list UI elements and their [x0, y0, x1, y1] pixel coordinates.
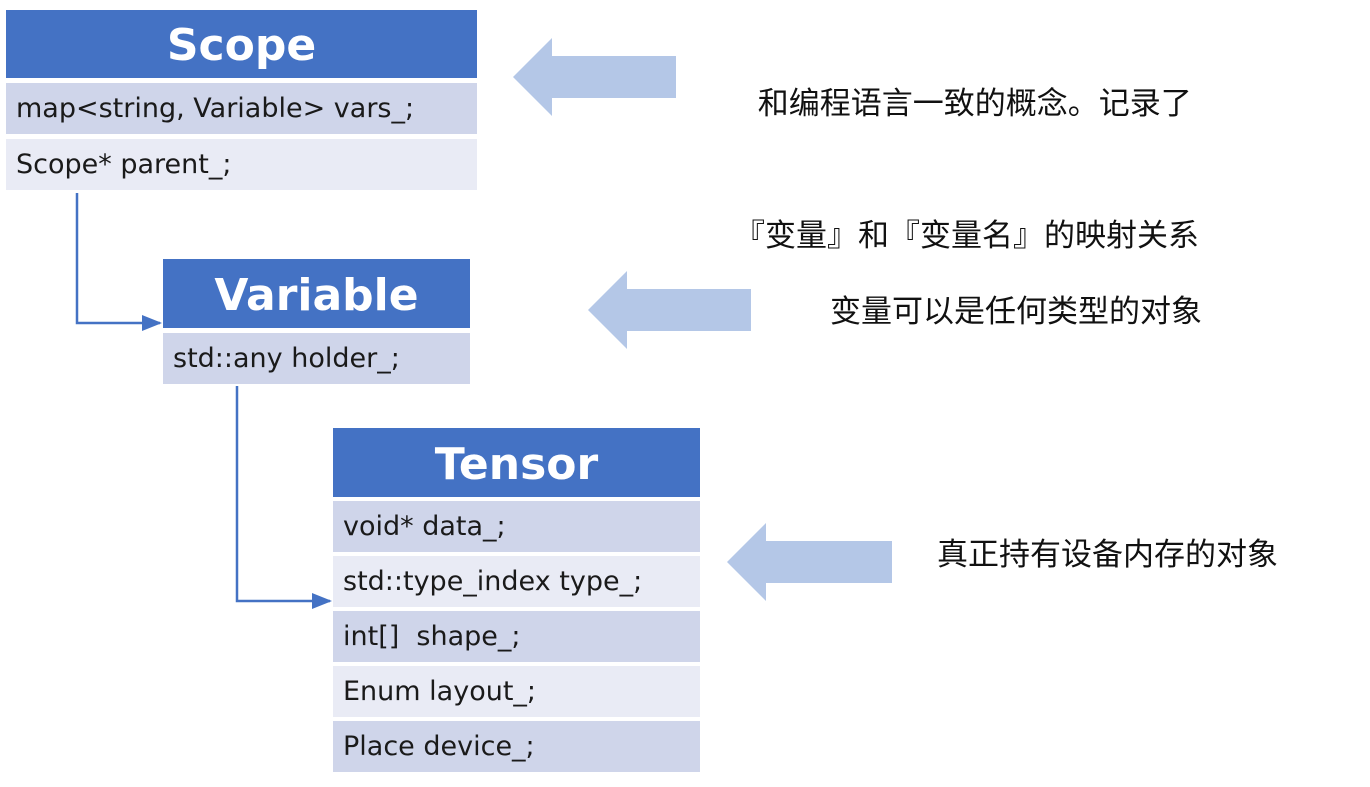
scope-box: Scope map<string, Variable> vars_; Scope…	[6, 10, 477, 190]
variable-field-holder: std::any holder_;	[163, 333, 470, 384]
tensor-note: 真正持有设备内存的对象	[937, 537, 1278, 573]
tensor-field-shape: int[] shape_;	[333, 611, 700, 662]
variable-left-arrow-icon	[588, 271, 751, 349]
variable-box: Variable std::any holder_;	[163, 259, 470, 384]
scope-title: Scope	[6, 10, 477, 78]
scope-field-parent: Scope* parent_;	[6, 139, 477, 190]
tensor-left-arrow-icon	[727, 523, 892, 601]
variable-note: 变量可以是任何类型的对象	[830, 294, 1202, 330]
tensor-field-type: std::type_index type_;	[333, 556, 700, 607]
scope-note: 和编程语言一致的概念。记录了 『变量』和『变量名』的映射关系	[734, 38, 1298, 302]
scope-field-vars: map<string, Variable> vars_;	[6, 83, 477, 134]
tensor-field-device: Place device_;	[333, 721, 700, 772]
scope-note-line2: 『变量』和『变量名』的映射关系	[734, 218, 1199, 254]
tensor-field-data: void* data_;	[333, 501, 700, 552]
tensor-box: Tensor void* data_; std::type_index type…	[333, 428, 700, 772]
variable-to-tensor-connector	[235, 386, 332, 609]
tensor-title: Tensor	[333, 428, 700, 497]
scope-to-variable-connector	[75, 193, 162, 331]
scope-left-arrow-icon	[513, 38, 676, 116]
tensor-field-layout: Enum layout_;	[333, 666, 700, 717]
scope-note-line1: 和编程语言一致的概念。记录了	[757, 86, 1192, 122]
variable-title: Variable	[163, 259, 470, 328]
